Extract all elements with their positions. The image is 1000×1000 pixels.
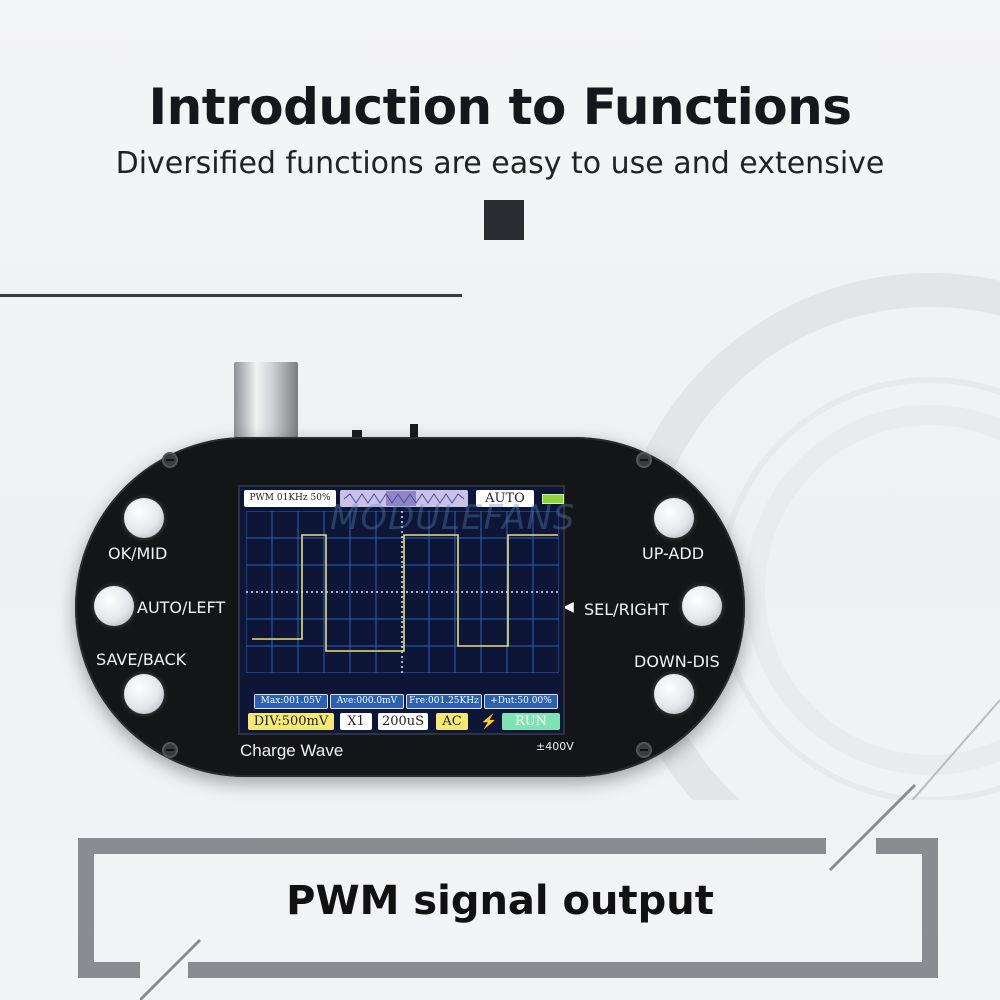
screw-icon xyxy=(636,742,652,758)
pwm-setting: PWM 01KHz 50% xyxy=(244,490,336,507)
probe-multiplier: X1 xyxy=(340,713,372,730)
measurement-duty: +Dut:50.00% xyxy=(484,694,558,709)
scope-grid xyxy=(246,511,559,673)
frame-border xyxy=(78,838,826,854)
measurement-fre: Fre:001.25KHz xyxy=(406,694,482,709)
frame-border xyxy=(922,838,938,978)
coupling-mode: AC xyxy=(436,713,468,730)
measurement-max: Max:001.05V xyxy=(254,694,328,709)
frame-slash xyxy=(828,783,917,872)
down-dis-label: DOWN-DIS xyxy=(634,652,720,671)
up-add-label: UP-ADD xyxy=(642,544,705,563)
sel-right-button[interactable] xyxy=(682,586,722,626)
frame-border xyxy=(78,838,94,978)
frame-slash xyxy=(140,938,202,1000)
decorative-square xyxy=(484,200,524,240)
device-name: Charge Wave xyxy=(240,741,344,760)
frame-border xyxy=(78,962,140,978)
watermark: MODULEFANS xyxy=(330,498,576,538)
screw-icon xyxy=(162,742,178,758)
screw-icon xyxy=(636,452,652,468)
ok-mid-button[interactable] xyxy=(124,498,164,538)
measurement-ave: Ave:000.0mV xyxy=(330,694,404,709)
frame-border xyxy=(188,962,938,978)
auto-left-label: AUTO/LEFT xyxy=(137,598,226,617)
save-back-label: SAVE/BACK xyxy=(96,650,187,669)
battery-icon xyxy=(542,494,564,504)
ok-mid-label: OK/MID xyxy=(108,544,168,563)
divider-line xyxy=(0,294,462,297)
up-add-button[interactable] xyxy=(654,498,694,538)
feature-caption: PWM signal output xyxy=(286,878,714,924)
rising-edge-icon: ⚡ xyxy=(480,713,498,729)
page-title: Introduction to Functions xyxy=(148,78,852,136)
down-dis-button[interactable] xyxy=(654,674,694,714)
switch-tab xyxy=(352,430,362,440)
save-back-button[interactable] xyxy=(124,674,164,714)
right-arrow-icon: ◀ xyxy=(563,598,574,614)
page-subtitle: Diversified functions are easy to use an… xyxy=(115,146,885,181)
voltage-rating: ±400V xyxy=(536,740,574,753)
oscilloscope-screen: PWM 01KHz 50% AUTO Max:001.05V Ave:000.0… xyxy=(238,485,565,735)
screw-icon xyxy=(162,452,178,468)
auto-left-button[interactable] xyxy=(94,586,134,626)
time-base: 200uS xyxy=(378,713,428,730)
volts-per-div: DIV:500mV xyxy=(248,713,334,730)
waveform-preview xyxy=(340,490,468,507)
run-status: RUN xyxy=(502,713,560,730)
switch-tab xyxy=(410,424,418,440)
trigger-mode: AUTO xyxy=(476,490,534,507)
sel-right-label: SEL/RIGHT xyxy=(584,600,669,619)
